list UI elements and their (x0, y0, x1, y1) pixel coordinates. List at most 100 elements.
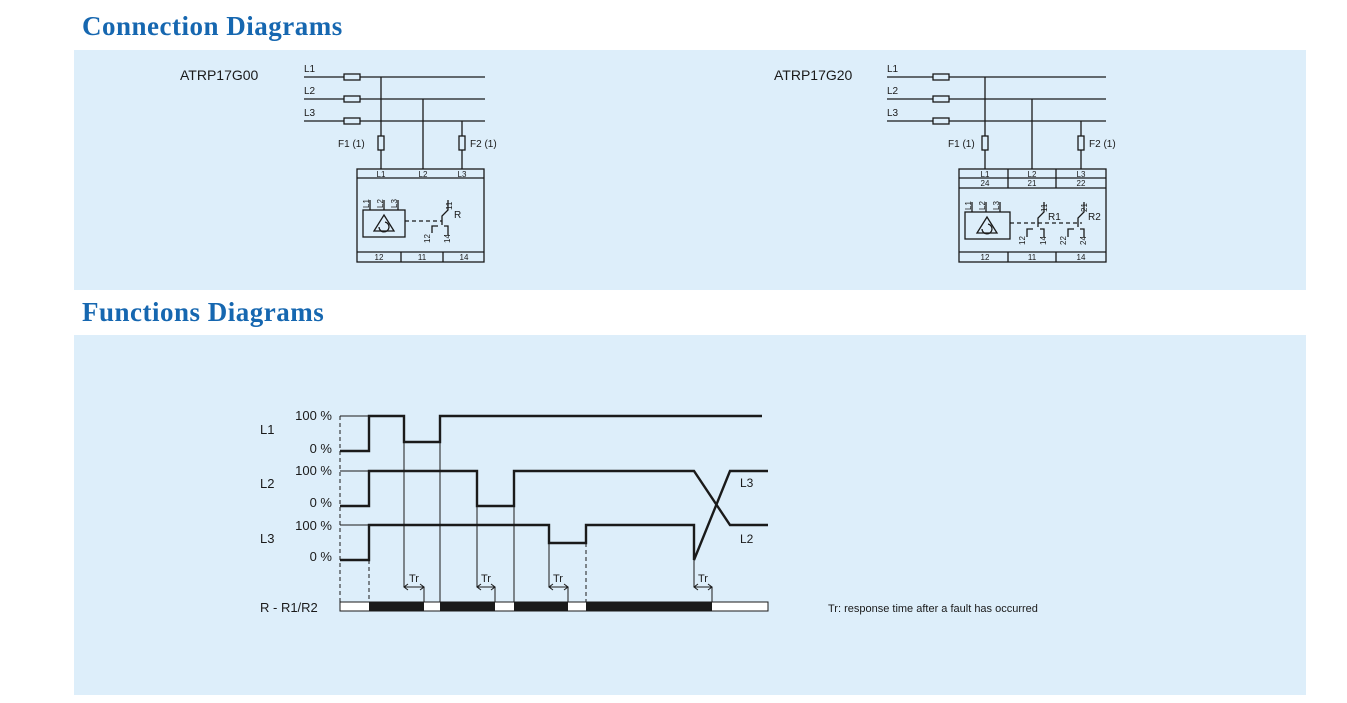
line-fuse (343, 95, 361, 103)
model-label-atrp17g00: ATRP17G00 (180, 67, 259, 83)
relay-label-r2: R2 (1088, 212, 1101, 223)
relay-housing (356, 168, 485, 263)
l1-low-label: 0 % (310, 441, 333, 456)
contact-14: 14 (1039, 236, 1048, 245)
contact-24: 24 (1079, 236, 1088, 245)
phase-monitor-icon (372, 213, 396, 232)
signal-label-l3: L3 (260, 531, 274, 546)
timing-axis-labels: L1 L2 L3 100 % 0 % 100 % 0 % 100 % 0 % R… (260, 408, 332, 615)
supply-label-l1: L1 (304, 64, 316, 75)
tr-markers (403, 583, 713, 591)
top-terminal-l3: L3 (458, 170, 467, 179)
top-terminal-l2: L2 (1028, 170, 1037, 179)
fuse-label-f2: F2 (1) (470, 139, 497, 150)
connection-diagrams-heading: Connection Diagrams (82, 11, 343, 41)
bottom-terminal-12: 12 (375, 253, 384, 262)
relay-energized-segment (586, 602, 712, 611)
top-terminal-l2: L2 (419, 170, 428, 179)
fuse-f2 (1077, 135, 1085, 151)
relay-label-r: R (454, 210, 461, 221)
fuse-f1 (377, 135, 385, 151)
bottom-terminal-14: 14 (460, 253, 469, 262)
line-fuse (343, 73, 361, 81)
functions-diagrams-heading: Functions Diagrams (82, 297, 325, 327)
tr-marker (693, 583, 713, 591)
contact-11: 11 (445, 201, 454, 210)
bottom-terminal-12: 12 (981, 253, 990, 262)
event-guides (368, 416, 713, 606)
rotation-arrow-icon (981, 223, 993, 235)
changeover-contact-r1 (1037, 202, 1045, 227)
top-terminal-l3: L3 (1077, 170, 1086, 179)
tr-marker (476, 583, 496, 591)
inner-term-l3: L3 (992, 201, 1001, 210)
top-terminal-24: 24 (981, 179, 990, 188)
line-fuse (932, 117, 950, 125)
inner-term-l1: L1 (362, 199, 371, 208)
tr-label: Tr (409, 573, 419, 585)
fuse-label-f1: F1 (1) (948, 139, 975, 150)
relay-energized-segment (440, 602, 495, 611)
timing-diagram-svg: L1 L2 L3 100 % 0 % 100 % 0 % 100 % 0 % R… (74, 335, 1306, 695)
monitor-module (964, 211, 1011, 240)
top-terminal-22: 22 (1077, 179, 1086, 188)
tr-labels: Tr Tr Tr Tr (409, 573, 708, 585)
tr-label: Tr (481, 573, 491, 585)
tr-marker (403, 583, 425, 591)
signal-label-l1: L1 (260, 422, 274, 437)
connection-diagrams-panel: ATRP17G00 L1 L2 L3 F1 (1) F2 (1) L1 L2 L… (74, 50, 1306, 290)
functions-diagrams-panel: L1 L2 L3 100 % 0 % 100 % 0 % 100 % 0 % R… (74, 335, 1306, 695)
top-terminal-l1: L1 (377, 170, 386, 179)
top-terminal-21: 21 (1028, 179, 1037, 188)
line-fuse (343, 117, 361, 125)
contact-12: 12 (1018, 236, 1027, 245)
contact-11: 11 (1040, 203, 1049, 212)
relay-energized-segment (369, 602, 424, 611)
model-label-atrp17g20: ATRP17G20 (774, 67, 853, 83)
supply-label-l3: L3 (887, 108, 899, 119)
line-fuse (932, 73, 950, 81)
contact-12: 12 (423, 234, 432, 243)
inner-term-l2: L2 (978, 201, 987, 210)
l3-low-label: 0 % (310, 549, 333, 564)
fuse-f1 (981, 135, 989, 151)
relay-state-bar (339, 601, 769, 612)
relay-energized-segment (514, 602, 568, 611)
rotation-arrow-icon (378, 221, 390, 233)
relay-housing (958, 168, 1107, 263)
line-fuse (932, 95, 950, 103)
contact-14: 14 (443, 234, 452, 243)
connection-panel-background (74, 50, 1306, 290)
crossing-label-l3: L3 (740, 476, 754, 490)
bottom-terminal-11: 11 (418, 253, 427, 262)
waveform-l2 (340, 469, 768, 527)
atrp17g20-diagram: ATRP17G20 L1 L2 L3 F1 (1) F2 (1) L1 L2 L… (774, 64, 1116, 263)
l3-high-label: 100 % (295, 518, 332, 533)
connection-diagrams-svg: ATRP17G00 L1 L2 L3 F1 (1) F2 (1) L1 L2 L… (74, 50, 1306, 290)
contact-21: 21 (1080, 203, 1089, 212)
fuse-f2 (458, 135, 466, 151)
fuse-label-f1: F1 (1) (338, 139, 365, 150)
supply-label-l1: L1 (887, 64, 899, 75)
changeover-contact (441, 200, 449, 225)
supply-label-l3: L3 (304, 108, 316, 119)
changeover-contact-r2 (1077, 202, 1085, 227)
supply-label-l2: L2 (887, 86, 899, 97)
relay-label-r1: R1 (1048, 212, 1061, 223)
bottom-terminal-11: 11 (1028, 253, 1037, 262)
signal-label-l2: L2 (260, 476, 274, 491)
inner-term-l2: L2 (376, 199, 385, 208)
functions-panel-background (74, 335, 1306, 695)
l1-high-label: 100 % (295, 408, 332, 423)
inner-term-l3: L3 (390, 199, 399, 208)
crossing-label-l2: L2 (740, 532, 754, 546)
tr-label: Tr (553, 573, 563, 585)
atrp17g00-diagram: ATRP17G00 L1 L2 L3 F1 (1) F2 (1) L1 L2 L… (180, 64, 497, 263)
tr-label: Tr (698, 573, 708, 585)
fuse-label-f2: F2 (1) (1089, 139, 1116, 150)
tr-marker (548, 583, 569, 591)
l2-low-label: 0 % (310, 495, 333, 510)
tr-legend-note: Tr: response time after a fault has occu… (828, 603, 1038, 615)
level-ticks (339, 415, 369, 606)
phase-monitor-icon (975, 215, 999, 234)
